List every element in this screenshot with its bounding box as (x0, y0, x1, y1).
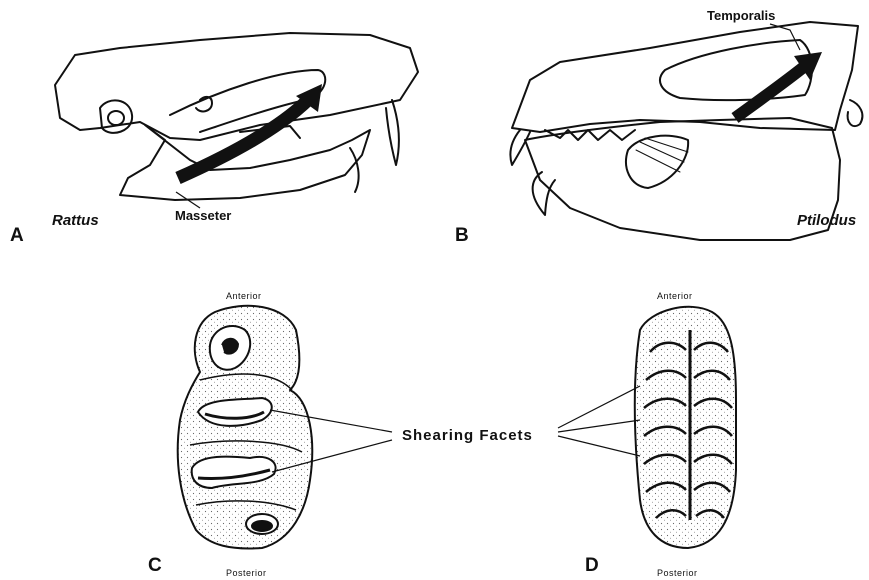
panel-b-letter: B (455, 225, 469, 247)
ptilodus-lower-incisor (533, 172, 555, 215)
panel-d-posterior-label: Posterior (657, 568, 698, 578)
panel-a-genus-label: Rattus (52, 212, 99, 229)
ptilodus-blade-premolar (626, 136, 688, 188)
ptilodus-cranium (512, 22, 858, 132)
panel-c-posterior-label: Posterior (226, 568, 267, 578)
panel-b-genus-label: Ptilodus (797, 212, 856, 229)
rattus-molar-drawing (178, 306, 313, 549)
masseter-label: Masseter (175, 208, 231, 223)
shearing-facets-label: Shearing Facets (402, 427, 533, 444)
temporalis-label: Temporalis (707, 8, 775, 23)
ptilodus-temporal-fossa (660, 40, 812, 100)
panel-c-letter: C (148, 555, 162, 577)
temporalis-arrow (735, 66, 805, 118)
panel-a-letter: A (10, 225, 24, 247)
panel-d-letter: D (585, 555, 599, 577)
ptilodus-molar-drawing (635, 307, 736, 548)
rattus-skull-drawing (55, 33, 418, 200)
panel-c-anterior-label: Anterior (226, 291, 262, 301)
panel-d-anterior-label: Anterior (657, 291, 693, 301)
rattus-upper-incisor (386, 100, 399, 165)
rattus-mandible (120, 125, 370, 200)
ptilodus-mandible (525, 118, 840, 240)
